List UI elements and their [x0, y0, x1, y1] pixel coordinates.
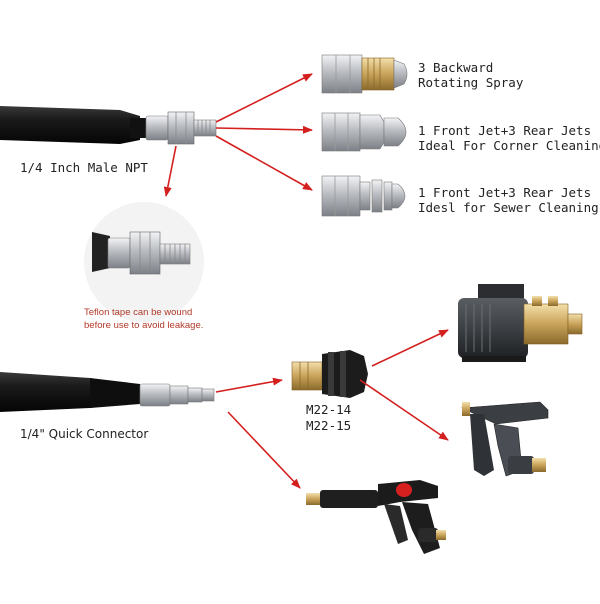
nozzle-2-label-line2: Ideal For Corner Cleaning	[418, 138, 600, 153]
arrow-to-nozzle-2	[215, 125, 313, 134]
teflon-note-line2: before use to avoid leakage.	[84, 320, 204, 331]
arrow-to-gray-gun	[359, 379, 449, 441]
quick-connector-label: 1/4" Quick Connector	[20, 427, 149, 441]
nozzle-1-label-line2: Rotating Spray	[418, 75, 524, 90]
quick-connect-hose-icon	[0, 372, 215, 412]
male-npt-fitting-icon	[145, 111, 217, 145]
sewer-nozzle-icon	[321, 175, 406, 217]
m22-label-line2: M22-15	[306, 418, 352, 433]
npt-label: 1/4 Inch Male NPT	[20, 160, 148, 175]
arrow-to-coupler	[215, 377, 283, 393]
nozzle-3-label-line1: 1 Front Jet+3 Rear Jets	[418, 185, 592, 200]
m22-coupler-icon	[291, 350, 368, 398]
teflon-note-line1: Teflon tape can be wound	[84, 307, 193, 318]
rotating-nozzle-icon	[321, 54, 408, 94]
npt-closeup-icon	[84, 202, 204, 322]
black-hose-icon	[0, 106, 148, 144]
nozzle-1-label-line1: 3 Backward	[418, 60, 494, 75]
arrow-to-nozzle-1	[215, 73, 313, 123]
pressure-washer-pump-icon	[458, 284, 583, 362]
arrow-to-pump	[371, 329, 449, 367]
corner-nozzle-icon	[321, 112, 407, 152]
arrow-to-closeup	[163, 145, 177, 197]
arrow-to-nozzle-3	[215, 135, 313, 191]
arrow-to-red-gun	[227, 411, 301, 489]
spray-gun-icon	[460, 401, 549, 477]
nozzle-3-label-line2: Idesl for Sewer Cleaning	[418, 200, 599, 215]
arrows	[163, 73, 449, 489]
nozzle-2-label-line1: 1 Front Jet+3 Rear Jets	[418, 123, 592, 138]
red-spray-gun-icon	[306, 480, 446, 554]
m22-label-line1: M22-14	[306, 402, 352, 417]
